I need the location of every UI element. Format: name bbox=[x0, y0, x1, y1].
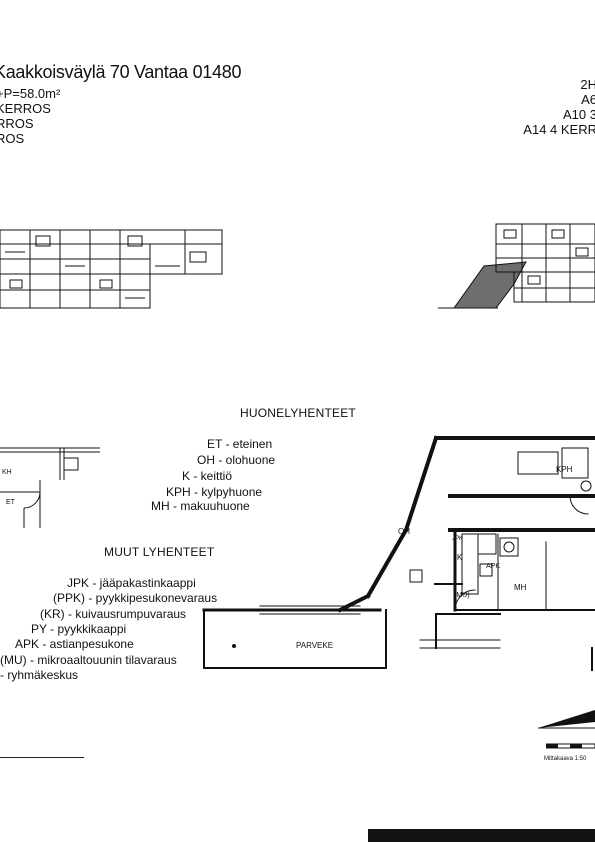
room-abbreviations-title: HUONELYHENTEET bbox=[240, 406, 356, 420]
other-abbreviations-title: MUUT LYHENTEET bbox=[104, 545, 215, 559]
legend-item-et: ET - eteinen bbox=[207, 437, 273, 451]
apartment-line-3: A14 4 KERR bbox=[523, 122, 595, 137]
legend-item-apk: APK - astianpesukone bbox=[15, 637, 134, 651]
apartment-line-2: A10 3 bbox=[563, 107, 595, 122]
highlighted-apartment bbox=[453, 261, 527, 309]
footer-bar bbox=[368, 829, 595, 842]
svg-text:KH: KH bbox=[2, 469, 12, 476]
legend-item-mu: (MU) - mikroaaltouunin tilavaraus bbox=[0, 653, 177, 667]
building-key-plan-left bbox=[0, 229, 223, 309]
legend-item-py: PY - pyykkikaappi bbox=[31, 622, 127, 636]
plan-label-parveke: PARVEKE bbox=[296, 641, 333, 650]
north-arrow-icon bbox=[538, 710, 595, 729]
plan-label-mu: (MU) bbox=[454, 592, 470, 599]
apartment-floor-plan: KPH OH K APK MH (MU) JPK PARVEKE bbox=[202, 435, 595, 671]
plan-label-et-left: ET bbox=[6, 499, 16, 506]
legend-item-k: K - keittiö bbox=[182, 469, 233, 483]
scale-note: Mittakaava 1:50 bbox=[544, 756, 587, 762]
legend-item-ppk: (PPK) - pyykkipesukonevaraus bbox=[53, 591, 218, 605]
signature-line bbox=[0, 757, 84, 758]
plan-label-k: K bbox=[457, 553, 463, 562]
apartment-line-1: A6 bbox=[581, 92, 595, 107]
address-title: Kaakkoisväylä 70 Vantaa 01480 bbox=[0, 62, 242, 82]
plan-label-apk: APK bbox=[486, 563, 500, 570]
building-key-plan-right bbox=[438, 223, 595, 309]
legend-item-mh: MH - makuuhuone bbox=[151, 499, 250, 513]
scale-bar-icon bbox=[546, 743, 595, 749]
floor-line-2: RROS bbox=[0, 116, 34, 131]
legend-item-rk: - ryhmäkeskus bbox=[0, 668, 79, 682]
floor-area-line: +P=58.0m² bbox=[0, 86, 61, 101]
plan-label-kph: KPH bbox=[556, 465, 573, 474]
plan-label-oh: OH bbox=[398, 527, 410, 536]
partial-plan-left: KH ET bbox=[0, 447, 100, 528]
legend-item-oh: OH - olohuone bbox=[197, 453, 276, 467]
legend-item-kph: KPH - kylpyhuone bbox=[166, 485, 263, 499]
apartment-type: 2H bbox=[580, 77, 595, 92]
plan-label-jpk: JPK bbox=[452, 536, 463, 542]
plan-label-mh: MH bbox=[514, 583, 527, 592]
legend-item-jpk: JPK - jääpakastinkaappi bbox=[67, 576, 196, 590]
floor-line-1: KERROS bbox=[0, 101, 51, 116]
floor-line-3: ROS bbox=[0, 131, 25, 146]
legend-item-kr: (KR) - kuivausrumpuvaraus bbox=[40, 607, 187, 621]
